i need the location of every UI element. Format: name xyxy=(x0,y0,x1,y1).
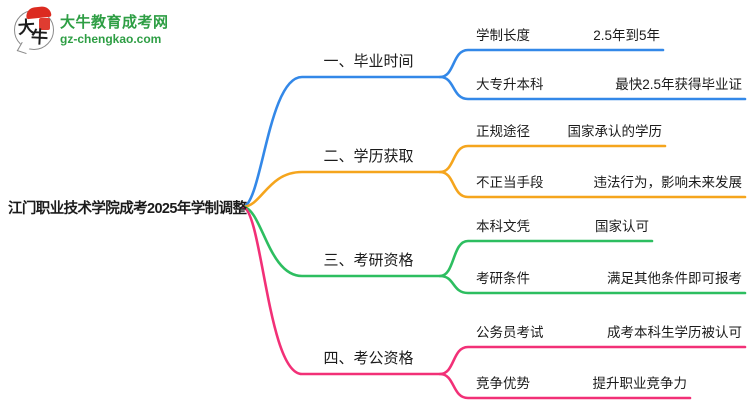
leaf-node-3-2[interactable]: 考研条件 满足其他条件即可报考 xyxy=(462,257,745,293)
branch2-line xyxy=(241,144,667,209)
site-name: 大牛教育成考网 xyxy=(60,13,169,31)
daniu-bubble-icon: 大 牛 xyxy=(14,5,54,54)
leaf-key-label: 考研条件 xyxy=(476,271,530,286)
branch4-fork-line xyxy=(438,372,692,400)
leaf-value-label: 提升职业竞争力 xyxy=(592,376,688,391)
leaf-value-label: 国家认可 xyxy=(595,219,649,234)
leaf-node-3-1[interactable]: 本科文凭 国家认可 xyxy=(462,205,652,241)
leaf-value-label: 违法行为，影响未来发展 xyxy=(593,175,743,190)
leaf-key-label: 正规途径 xyxy=(476,124,530,139)
branch1-fork-line xyxy=(438,75,747,101)
leaf-node-4-1[interactable]: 公务员考试 成考本科生学历被认可 xyxy=(462,311,745,347)
branch4-line xyxy=(241,205,747,376)
leaf-key-label: 学制长度 xyxy=(476,28,530,43)
leaf-node-1-2[interactable]: 大专升本科 最快2.5年获得毕业证 xyxy=(462,63,745,99)
leaf-value-label: 最快2.5年获得毕业证 xyxy=(615,77,742,92)
branch3-line xyxy=(241,205,654,278)
branch-node-1[interactable]: 一、毕业时间 xyxy=(323,53,414,70)
logo-char-niu: 牛 xyxy=(30,27,49,49)
branch-node-3[interactable]: 三、考研资格 xyxy=(323,252,414,269)
leaf-key-label: 公务员考试 xyxy=(476,325,544,340)
leaf-value-label: 国家承认的学历 xyxy=(567,124,663,139)
root-node[interactable]: 江门职业技术学院成考2025年学制调整 xyxy=(8,200,247,217)
leaf-key-label: 本科文凭 xyxy=(476,219,530,234)
leaf-value-label: 2.5年到5年 xyxy=(593,28,660,43)
leaf-value-label: 成考本科生学历被认可 xyxy=(607,325,742,340)
site-domain: gz-chengkao.com xyxy=(60,31,162,46)
logo-red-seal-icon xyxy=(39,18,50,30)
logo-text: 大牛教育成考网 gz-chengkao.com xyxy=(60,15,169,45)
leaf-key-label: 大专升本科 xyxy=(476,77,544,92)
branch-node-2[interactable]: 二、学历获取 xyxy=(323,148,414,165)
site-logo[interactable]: 大 牛 大牛教育成考网 gz-chengkao.com xyxy=(14,5,169,54)
leaf-node-2-2[interactable]: 不正当手段 违法行为，影响未来发展 xyxy=(462,161,745,197)
branch3-fork-line xyxy=(438,274,747,295)
leaf-value-label: 满足其他条件即可报考 xyxy=(607,271,742,286)
leaf-key-label: 不正当手段 xyxy=(476,175,544,190)
branch-node-4[interactable]: 四、考公资格 xyxy=(323,350,414,367)
leaf-key-label: 竞争优势 xyxy=(476,376,530,391)
leaf-node-2-1[interactable]: 正规途径 国家承认的学历 xyxy=(462,110,665,146)
branch1-line xyxy=(241,48,665,209)
leaf-node-4-2[interactable]: 竞争优势 提升职业竞争力 xyxy=(462,362,690,398)
leaf-node-1-1[interactable]: 学制长度 2.5年到5年 xyxy=(462,14,663,50)
branch2-fork-line xyxy=(438,170,747,199)
